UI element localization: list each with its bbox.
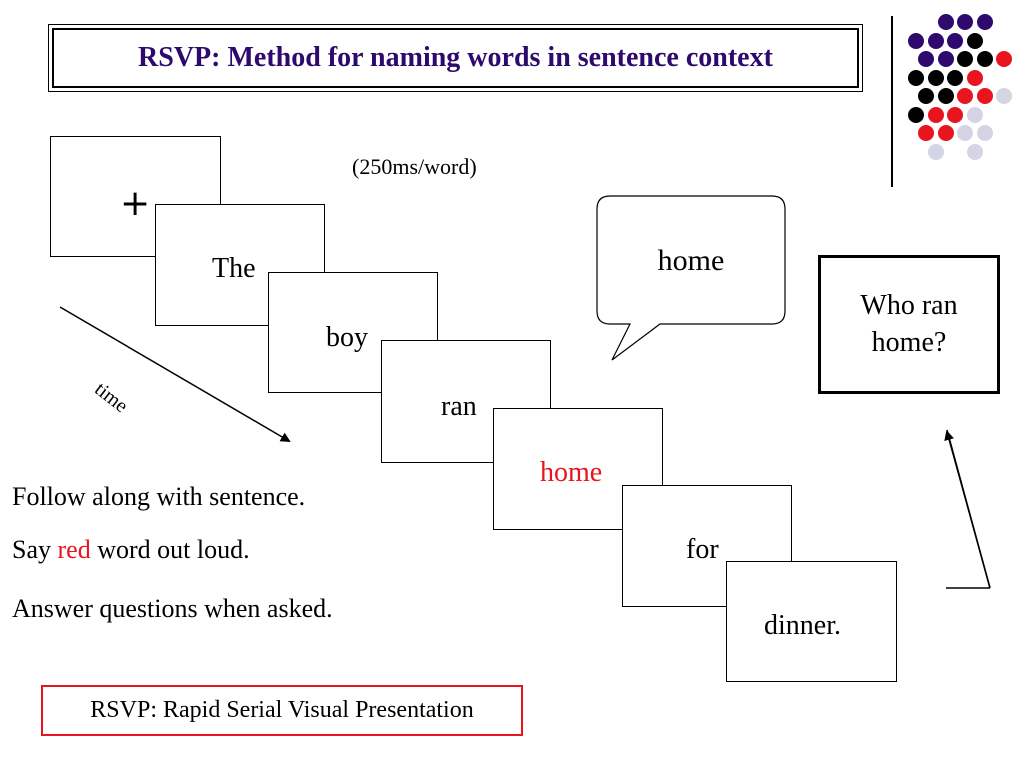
decorative-dot bbox=[966, 106, 983, 123]
word-the: The bbox=[212, 253, 256, 284]
decorative-dot bbox=[957, 51, 973, 67]
definition-text: RSVP: Rapid Serial Visual Presentation bbox=[90, 697, 474, 723]
time-arrow bbox=[59, 306, 291, 443]
decorative-dot bbox=[918, 51, 934, 67]
decorative-dot bbox=[976, 51, 993, 67]
decorative-dot bbox=[937, 88, 954, 104]
word-home-highlighted: home bbox=[540, 457, 603, 488]
decorative-dot bbox=[927, 69, 944, 86]
decorative-dot bbox=[957, 125, 973, 141]
speech-bubble-text: home bbox=[657, 244, 725, 277]
decorative-dot bbox=[908, 32, 925, 49]
word-frame bbox=[726, 561, 897, 682]
decorative-dot bbox=[947, 106, 964, 123]
decorative-dot bbox=[927, 143, 944, 160]
decorative-dot bbox=[947, 32, 964, 49]
decorative-dot bbox=[908, 106, 925, 123]
instruction-say-red: Say red word out loud. bbox=[12, 535, 250, 565]
title-box: RSVP: Method for naming words in sentenc… bbox=[48, 24, 863, 92]
decorative-dot bbox=[976, 88, 993, 104]
decorative-dot bbox=[908, 69, 925, 86]
fixation-cross: + bbox=[120, 183, 151, 224]
decorative-dot bbox=[996, 51, 1012, 67]
word-boy: boy bbox=[326, 322, 368, 353]
decorative-dot bbox=[947, 69, 964, 86]
word-ran: ran bbox=[441, 391, 477, 422]
decorative-dot bbox=[937, 51, 954, 67]
decorative-dot bbox=[918, 88, 934, 104]
instruction-say-prefix: Say bbox=[12, 535, 58, 564]
decorative-dot bbox=[966, 32, 983, 49]
instruction-follow: Follow along with sentence. bbox=[12, 482, 306, 511]
definition-box: RSVP: Rapid Serial Visual Presentation bbox=[41, 685, 523, 736]
word-dinner: dinner. bbox=[764, 610, 841, 641]
decorative-dot bbox=[976, 14, 993, 30]
decorative-dot bbox=[937, 14, 954, 30]
slide-title: RSVP: Method for naming words in sentenc… bbox=[138, 42, 773, 73]
instruction-red-word: red bbox=[57, 535, 91, 564]
decorative-dot bbox=[918, 125, 934, 141]
decorative-dot bbox=[966, 143, 983, 160]
instruction-say-suffix: word out loud. bbox=[90, 535, 250, 564]
speech-bubble bbox=[596, 195, 786, 361]
decorative-dot bbox=[957, 88, 973, 104]
decorative-dot bbox=[976, 125, 993, 141]
question-box: Who ran home? bbox=[818, 255, 1000, 394]
question-arrow bbox=[944, 430, 991, 589]
decorative-dot bbox=[996, 88, 1012, 104]
word-for: for bbox=[686, 534, 719, 565]
decorative-dot bbox=[937, 125, 954, 141]
presentation-rate-label: (250ms/word) bbox=[352, 154, 477, 179]
decorative-dot bbox=[927, 106, 944, 123]
decorative-dot bbox=[927, 32, 944, 49]
decorative-divider bbox=[891, 16, 893, 187]
instruction-answer: Answer questions when asked. bbox=[12, 594, 333, 623]
question-text: Who ran home? bbox=[860, 290, 958, 358]
decorative-dot bbox=[957, 14, 973, 30]
decorative-dot bbox=[966, 69, 983, 86]
